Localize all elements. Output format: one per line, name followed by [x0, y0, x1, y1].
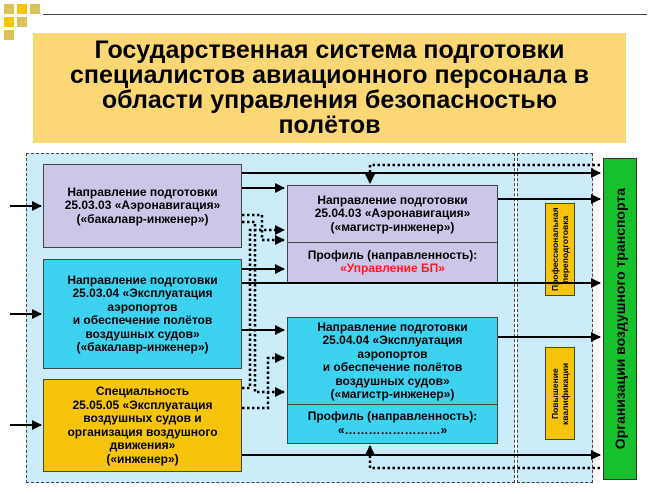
dashed-arrow — [242, 213, 285, 245]
decor-square — [17, 4, 27, 14]
dashed-arrow — [242, 353, 285, 410]
decor-square — [4, 30, 14, 40]
box-line: 25.04.04 «Эксплуатация — [322, 333, 463, 347]
box-line: Направление подготовки — [317, 192, 468, 207]
box-line: воздушных судов» — [85, 326, 200, 341]
title-line: Государственная система подготовки — [94, 36, 565, 64]
decor-square — [17, 17, 27, 27]
box-line: воздушных судов» — [335, 373, 450, 388]
box-line: и обеспечение полётов — [322, 360, 463, 374]
box-line: 25.03.03 «Аэронавигация» — [64, 198, 221, 213]
box-line: 25.04.03 «Аэронавигация» — [314, 206, 471, 221]
page-title: Государственная система подготовки специ… — [33, 33, 626, 143]
decor-square — [43, 14, 647, 15]
divider — [288, 242, 497, 243]
master-aeronavigation-box: Направление подготовки 25.04.03 «Аэронав… — [287, 185, 498, 283]
profile-value: «Управление БП» — [340, 261, 445, 275]
dashed-arrow — [242, 225, 285, 390]
divider — [288, 404, 497, 405]
title-line: области управления безопасностью — [101, 86, 558, 114]
box-line: аэропортов — [107, 299, 178, 314]
box-line: («магистр-инженер») — [330, 219, 455, 234]
bachelor-aeronavigation-box: Направление подготовки 25.03.03 «Аэронав… — [43, 164, 242, 248]
box-line: 25.05.05 «Эксплуатация — [72, 397, 213, 412]
box-line: аэропортов — [357, 346, 428, 361]
box-line: воздушных судов и — [83, 411, 202, 425]
decor-square — [30, 4, 40, 14]
specialist-box: Специальность 25.05.05 «Эксплуатация воз… — [43, 379, 242, 472]
dashed-arrow — [365, 445, 600, 470]
box-line: организация воздушного — [67, 424, 218, 439]
dashed-arrow — [242, 220, 285, 397]
box-line: Направление подготовки — [67, 184, 218, 199]
profile-label: Профиль (направленность): — [307, 409, 478, 423]
box-line: («бакалавр-инженер») — [76, 340, 209, 354]
box-line: («магистр-инженер») — [330, 387, 455, 401]
box-line: («инженер») — [106, 451, 179, 466]
box-line: Направление подготовки — [67, 272, 218, 287]
title-line: полётов — [278, 111, 381, 139]
professional-retraining-box: Профессиональная переподготовка — [545, 203, 575, 296]
box-line: движения» — [109, 438, 176, 452]
box-line: Специальность — [95, 384, 190, 398]
box-line: Направление подготовки — [317, 319, 468, 334]
bachelor-airport-operation-box: Направление подготовки 25.03.04 «Эксплуа… — [43, 259, 242, 369]
profile-value: «……………………» — [337, 422, 448, 437]
decor-square — [4, 4, 14, 14]
title-line: специалистов авиационного персонала в — [69, 61, 590, 89]
profile-label: Профиль (направленность): — [307, 247, 478, 262]
air-transport-organizations-bar: Организации воздушного транспорта — [603, 158, 637, 480]
decor-square — [4, 17, 14, 27]
box-line: («бакалавр-инженер») — [76, 211, 209, 226]
dashed-arrow — [365, 163, 600, 184]
box-line: 25.03.04 «Эксплуатация — [72, 286, 213, 300]
box-line: и обеспечение полётов — [72, 313, 213, 327]
qualification-box: Повышение квалификации — [545, 347, 575, 440]
master-airport-operation-box: Направление подготовки 25.04.04 «Эксплуа… — [287, 317, 498, 444]
